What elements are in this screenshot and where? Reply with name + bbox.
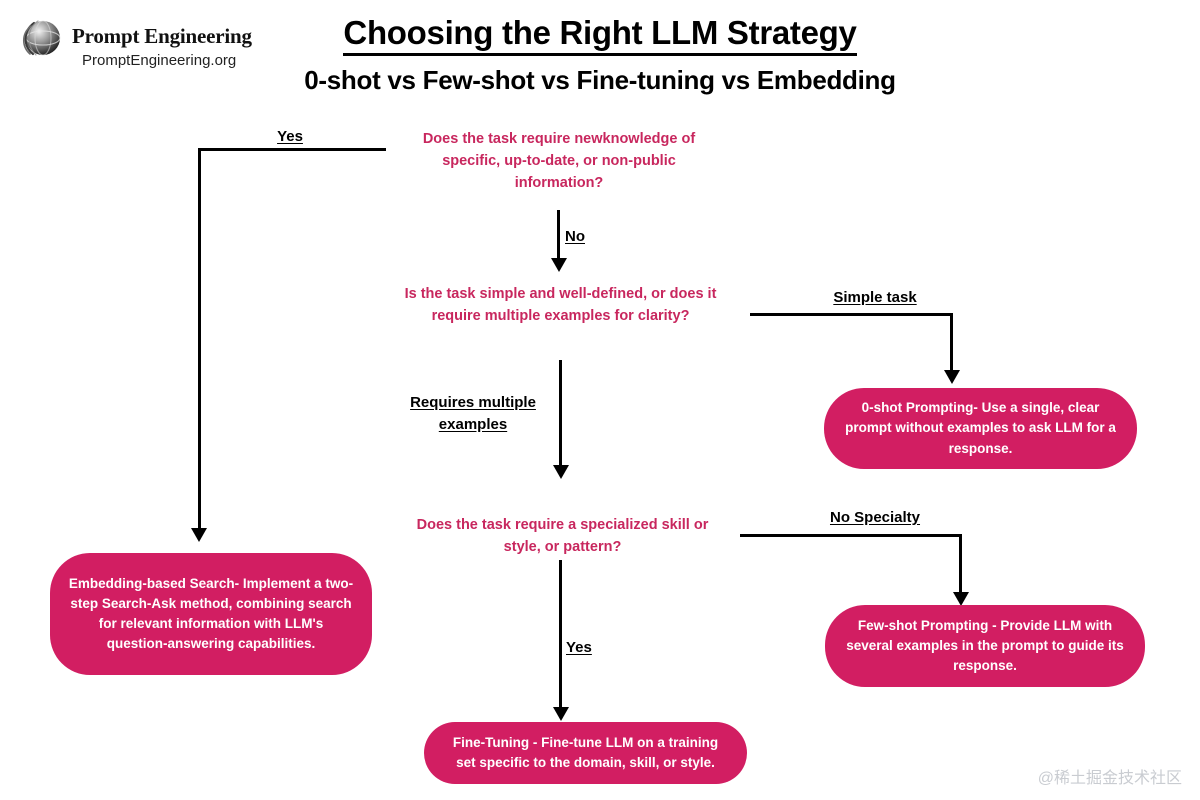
watermark: @稀土掘金技术社区 — [1037, 770, 1182, 787]
page-title: Choosing the Right LLM Strategy — [0, 14, 1200, 56]
connector-simple-task-arrowhead — [944, 370, 960, 384]
connector-yes-specialized-arrowhead — [553, 707, 569, 721]
connector-yes-arrowhead — [191, 528, 207, 542]
connector-no-specialty-vertical — [959, 534, 962, 599]
edge-label-yes-new-knowledge: Yes — [277, 128, 303, 145]
connector-simple-task-horizontal — [750, 313, 953, 316]
connector-no-arrowhead — [551, 258, 567, 272]
brand-name: Prompt Engineering — [72, 24, 252, 48]
outcome-embedding-search[interactable]: Embedding-based Search- Implement a two-… — [50, 553, 372, 675]
edge-label-simple-task: Simple task — [833, 289, 917, 306]
edge-label-yes-specialized: Yes — [566, 639, 592, 656]
connector-no-specialty-arrowhead — [953, 592, 969, 606]
brand-url: PromptEngineering.org — [82, 52, 237, 69]
connector-yes-vertical — [198, 148, 201, 538]
brand-logo-block: Prompt Engineering PromptEngineering.org — [16, 12, 266, 74]
connector-multiple-examples-vertical — [559, 360, 562, 472]
decision-specialized-skill: Does the task require a specialized skil… — [416, 517, 709, 556]
edge-label-no-new-knowledge: No — [565, 228, 585, 245]
page-subtitle: 0-shot vs Few-shot vs Fine-tuning vs Emb… — [304, 65, 896, 95]
connector-simple-task-vertical — [950, 313, 953, 375]
globe-sphere-logo-icon — [22, 20, 61, 56]
connector-no-vertical — [557, 210, 560, 264]
decision-simple-or-examples: Is the task simple and well-defined, or … — [404, 286, 717, 325]
outcome-zero-shot[interactable]: 0-shot Prompting- Use a single, clear pr… — [824, 388, 1137, 469]
connector-no-specialty-horizontal — [740, 534, 962, 537]
edge-label-no-specialty: No Specialty — [829, 509, 921, 526]
page-title-text: Choosing the Right LLM Strategy — [343, 14, 857, 56]
connector-multiple-examples-arrowhead — [553, 465, 569, 479]
outcome-fine-tuning[interactable]: Fine-Tuning - Fine-tune LLM on a trainin… — [424, 722, 747, 784]
connector-yes-horizontal — [198, 148, 386, 151]
decision-new-knowledge: Does the task require newknowledge of sp… — [422, 131, 696, 192]
outcome-few-shot[interactable]: Few-shot Prompting - Provide LLM with se… — [825, 605, 1145, 687]
connector-yes-specialized-vertical — [559, 560, 562, 715]
